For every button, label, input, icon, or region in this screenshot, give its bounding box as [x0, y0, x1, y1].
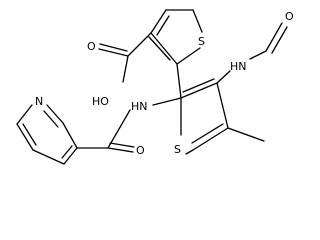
top-thiophene-ring: [148, 9, 203, 65]
atom-nh-formamide: HN: [230, 60, 247, 73]
bond-c3b-nh: [216, 70, 231, 84]
bond-amide-co-a: [107, 147, 134, 153]
bond-nh-c-amide: [107, 109, 131, 149]
bond-c5-s-top: [192, 9, 203, 33]
bond-c2b-nh: [152, 97, 182, 106]
bond-c3-cooh: [127, 32, 152, 57]
atom-labels: S O HO HN O HN O N S: [35, 10, 294, 157]
bond-c4b-c5b-inner: [191, 123, 224, 144]
bond-nh-cho: [249, 50, 267, 60]
pyridine-ring: [16, 104, 78, 165]
atom-nh-amide: HN: [131, 100, 148, 113]
chemical-structure-diagram: S O HO HN O HN O N S: [16, 9, 294, 165]
bond-co-double-b: [99, 43, 128, 52]
bond-c3b-c4b: [216, 82, 229, 129]
bond-py-c2-n: [46, 104, 64, 124]
bond-py-c6-c5-inner: [22, 123, 37, 146]
bond-co-double-a: [98, 48, 129, 57]
bond-py-c5-c4: [32, 149, 65, 165]
bond-s-c2-top: [176, 47, 201, 65]
atom-oxygen-amide: O: [136, 144, 145, 157]
formamide-group: [216, 22, 288, 84]
bond-py-n-c6: [16, 104, 33, 125]
bond-c2b-c3b: [180, 82, 218, 99]
atom-oxygen-formyl: O: [285, 10, 294, 23]
atom-sulfur-top: S: [198, 35, 205, 48]
atom-sulfur-bottom: S: [174, 143, 181, 156]
bond-c4b-c5b: [192, 127, 229, 151]
bond-py-c3-c2: [62, 122, 78, 149]
bond-py-c2-n-inner: [43, 110, 59, 128]
atom-oxygen-acid: O: [87, 40, 96, 53]
nicotinamide-group: [76, 97, 182, 153]
bond-py-c4-c3-inner: [61, 145, 73, 159]
bond-py-c6-c5: [16, 123, 34, 151]
bond-c3-c4-top-inner: [156, 15, 170, 36]
bond-methyl: [227, 127, 265, 142]
bond-c5b-s: [185, 149, 194, 155]
bond-c-oh: [122, 55, 129, 83]
bond-cho-o-a: [265, 22, 283, 52]
atom-nitrogen-pyridine: N: [35, 95, 43, 108]
bond-c2b-c3b-inner: [182, 78, 215, 93]
carboxylic-acid-group: [98, 32, 152, 83]
bottom-thiophene-ring: [180, 78, 229, 155]
bond-c2-c3-top-inner: [148, 36, 171, 61]
bond-ring-to-ring: [176, 63, 182, 99]
atom-hydroxyl: HO: [92, 95, 109, 108]
bond-amide-co-b: [109, 142, 135, 148]
bond-cho-o-b: [271, 26, 288, 54]
bond-c3-c4-top: [150, 9, 167, 34]
bond-c2-c3-top: [150, 32, 178, 65]
bond-py-c4-c3: [63, 147, 78, 165]
